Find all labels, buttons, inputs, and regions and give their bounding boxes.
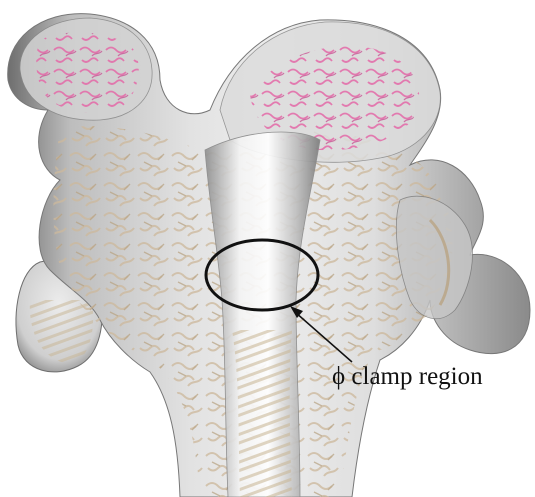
clamp-region-label: ϕ clamp region: [332, 364, 483, 389]
